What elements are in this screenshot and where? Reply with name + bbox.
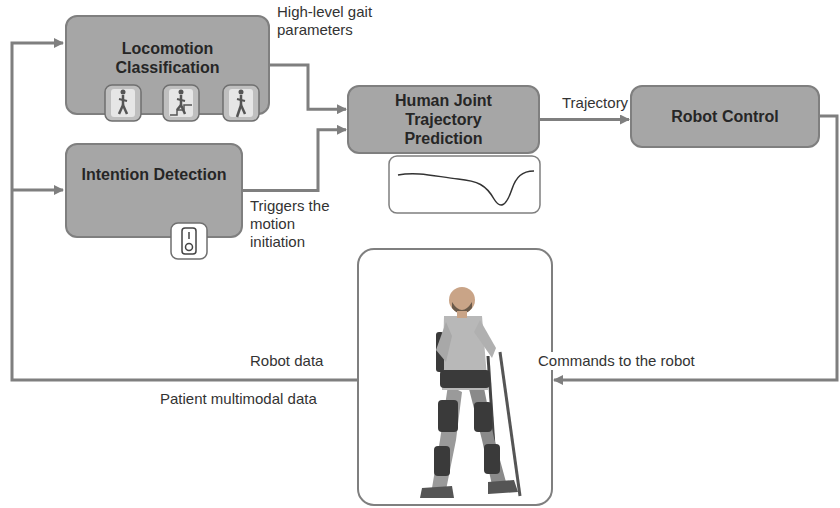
command-line bbox=[554, 116, 837, 380]
flow-arrow bbox=[540, 118, 629, 121]
feedback-line bbox=[12, 43, 358, 380]
process-box: Human Joint Trajectory Prediction bbox=[347, 85, 540, 154]
box-label: Locomotion Classification bbox=[83, 39, 253, 77]
box-label: Robot Control bbox=[640, 107, 810, 126]
locomotion-icons bbox=[65, 81, 270, 131]
signal-label: Patient multimodal data bbox=[158, 390, 319, 408]
signal-label: Robot data bbox=[248, 352, 325, 370]
patient-frame bbox=[358, 249, 552, 505]
box-label: Human Joint Trajectory Prediction bbox=[374, 91, 514, 148]
edge-label: High-level gait parameters bbox=[275, 3, 414, 39]
edge-label: Trajectory bbox=[560, 94, 630, 112]
process-box: Robot Control bbox=[630, 85, 820, 148]
feedback-line bbox=[12, 189, 63, 192]
flow-arrow bbox=[270, 65, 346, 109]
flow-arrow bbox=[243, 130, 346, 191]
switch-icon bbox=[170, 222, 210, 262]
box-label: Intention Detection bbox=[79, 165, 229, 184]
trajectory-chart bbox=[388, 155, 542, 215]
process-box: Intention Detection bbox=[65, 143, 243, 238]
edge-label: Triggers the motion initiation bbox=[248, 197, 352, 251]
patient-exoskeleton-figure bbox=[420, 287, 520, 498]
signal-label: Commands to the robot bbox=[536, 352, 697, 370]
process-box: Locomotion Classification bbox=[65, 15, 270, 115]
